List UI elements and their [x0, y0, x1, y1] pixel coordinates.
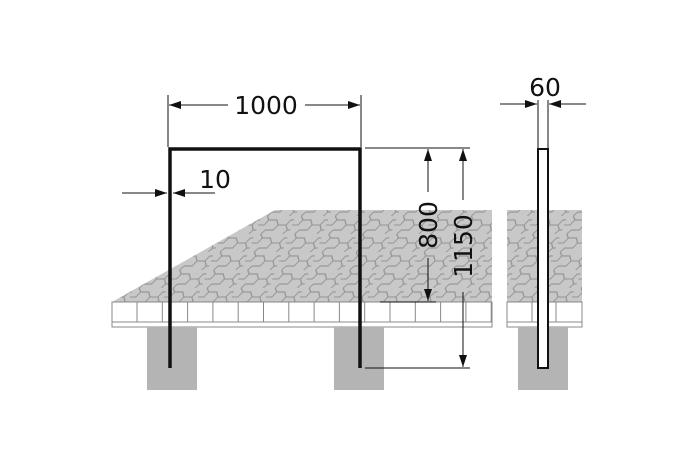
footing-left: [147, 327, 197, 390]
side-bar: [537, 148, 549, 369]
dimension-heights: [365, 147, 470, 369]
dimension-width: [167, 95, 362, 147]
thickness-label: 10: [199, 165, 231, 194]
side-view: [500, 100, 586, 390]
total-height-label: 1150: [449, 214, 478, 278]
depth-label: 60: [529, 73, 561, 102]
front-view: [111, 147, 493, 390]
height-above-ground-label: 800: [414, 201, 443, 249]
curb-row: [111, 301, 493, 328]
paving-surface: [112, 210, 492, 302]
width-label: 1000: [234, 91, 298, 120]
stand-bar: [168, 147, 362, 368]
